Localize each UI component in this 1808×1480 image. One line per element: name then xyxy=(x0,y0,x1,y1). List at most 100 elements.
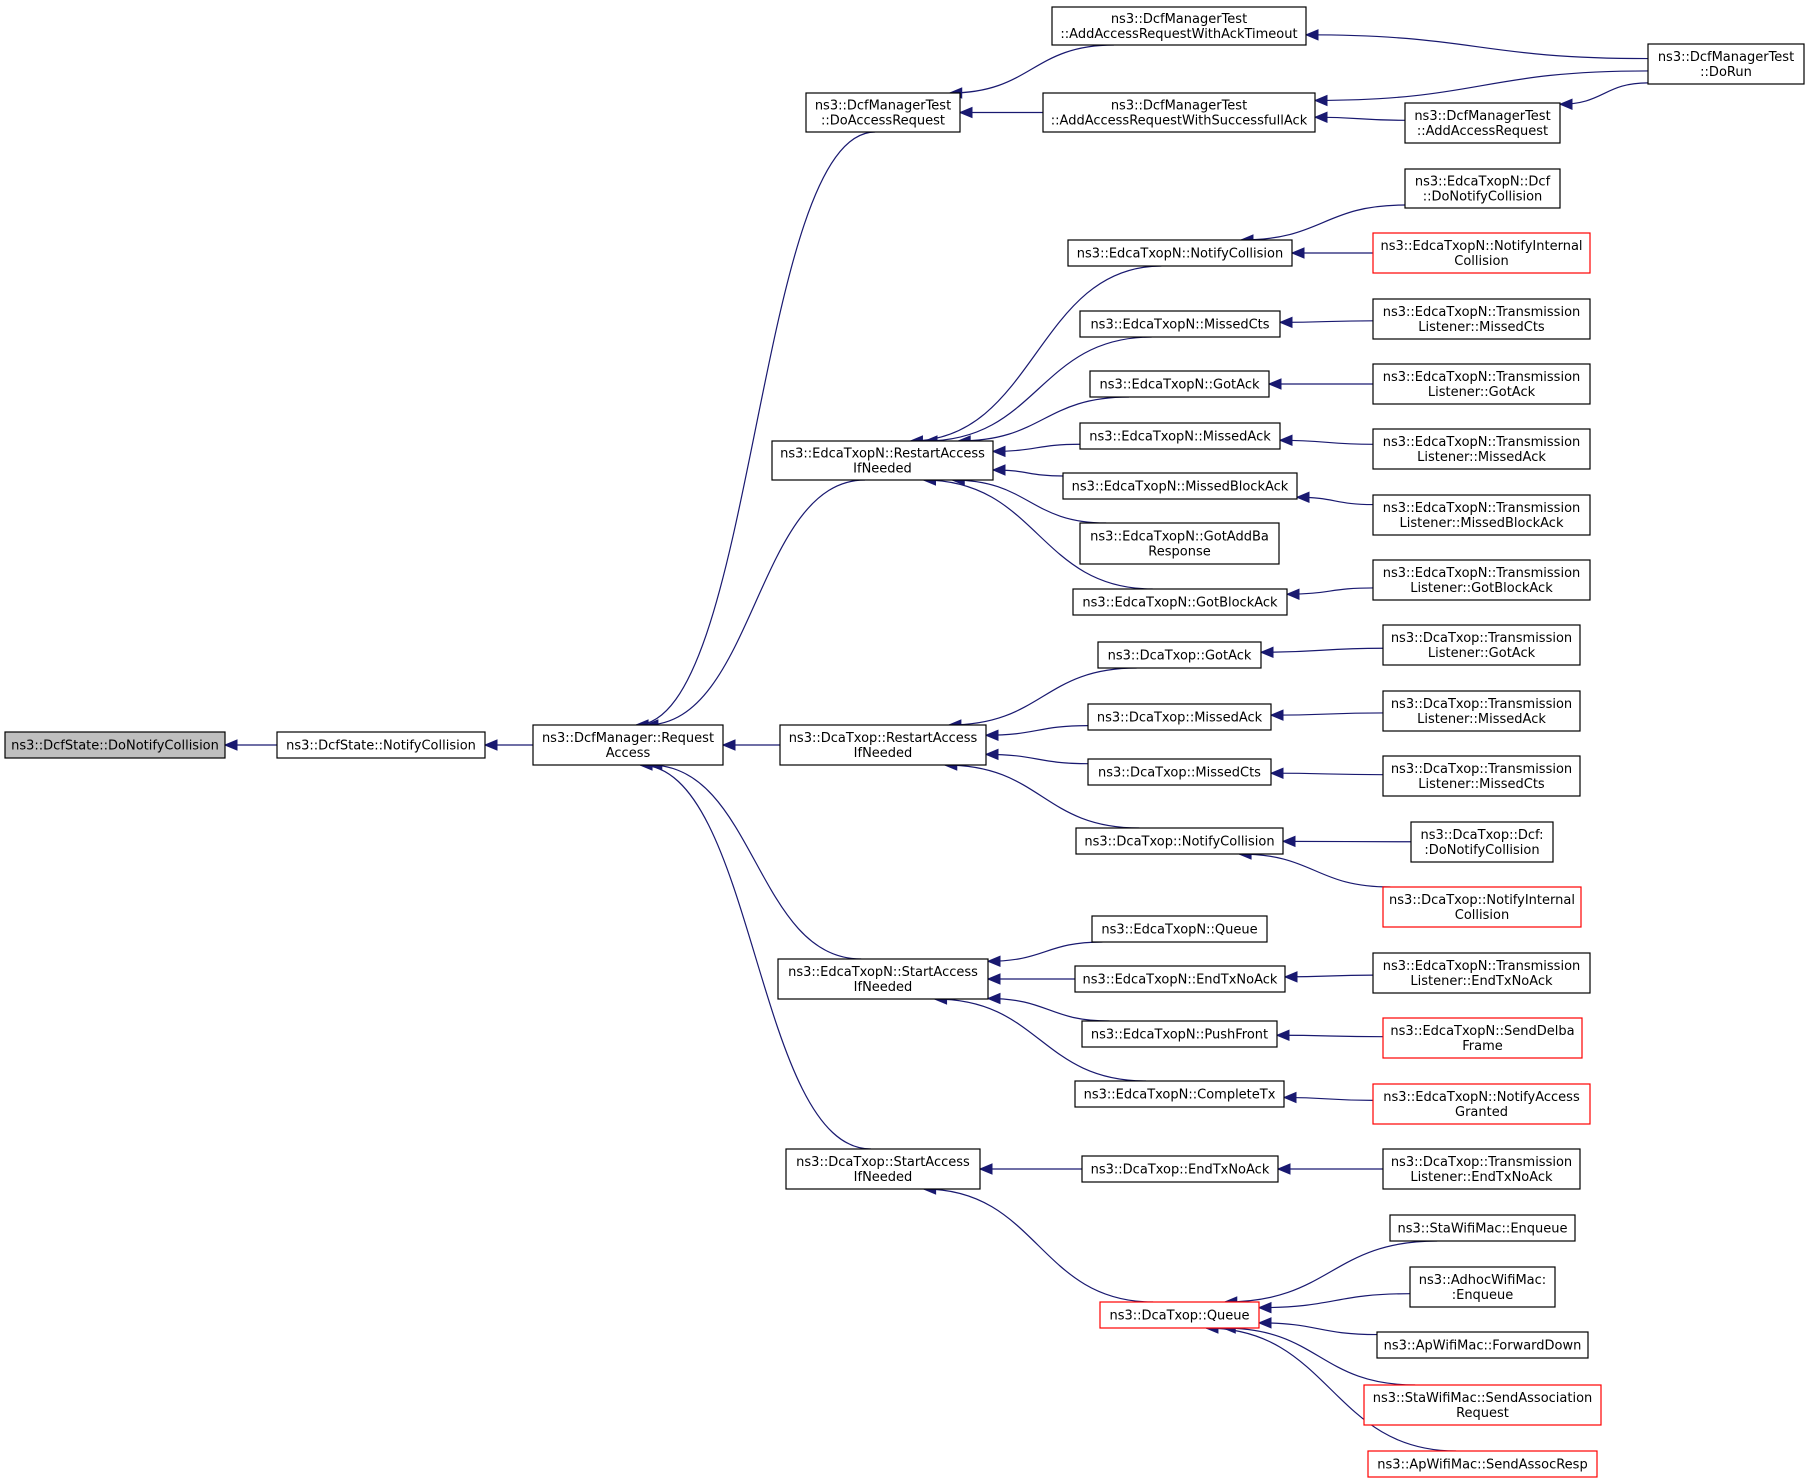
call-edge xyxy=(992,443,1081,452)
arrowhead-icon xyxy=(1281,835,1296,848)
node-edcaTLMissedCts[interactable]: ns3::EdcaTxopN::TransmissionListener::Mi… xyxy=(1372,298,1591,340)
node-edcaMissedAck[interactable]: ns3::EdcaTxopN::MissedAck xyxy=(1079,422,1281,450)
node-box xyxy=(805,92,961,133)
arrowhead-icon xyxy=(1257,1301,1272,1314)
node-dcaTLMissedCts[interactable]: ns3::DcaTxop::TransmissionListener::Miss… xyxy=(1382,755,1581,797)
call-edge xyxy=(910,265,1162,442)
node-box xyxy=(1382,1148,1581,1190)
node-label: ns3::DcfState::NotifyCollision xyxy=(286,739,476,754)
node-label: ns3::DcaTxop::StartAccess xyxy=(796,1155,970,1170)
node-label: ns3::EdcaTxopN::Transmission xyxy=(1383,501,1581,516)
node-staEnqueue[interactable]: ns3::StaWifiMac::Enqueue xyxy=(1389,1214,1576,1242)
node-adhocEnqueue[interactable]: ns3::AdhocWifiMac::Enqueue xyxy=(1409,1266,1556,1308)
node-box xyxy=(1372,363,1591,405)
node-edcaDcfDoNotify[interactable]: ns3::EdcaTxopN::Dcf::DoNotifyCollision xyxy=(1404,168,1561,209)
call-edge xyxy=(1258,1322,1378,1336)
arrowhead-icon xyxy=(1558,98,1573,110)
node-edcaTLGotBlockAck[interactable]: ns3::EdcaTxopN::TransmissionListener::Go… xyxy=(1372,559,1591,601)
node-dcaMissedCts[interactable]: ns3::DcaTxop::MissedCts xyxy=(1087,758,1272,786)
call-edge xyxy=(645,479,866,726)
node-label: Listener::MissedCts xyxy=(1418,320,1545,335)
node-label: ns3::EdcaTxopN::Transmission xyxy=(1383,370,1581,385)
node-label: ns3::DcaTxop::Transmission xyxy=(1391,631,1572,646)
call-edge xyxy=(948,667,1137,726)
arrowhead-icon xyxy=(1257,1317,1272,1329)
node-box xyxy=(1372,1083,1591,1125)
node-dcaDcfDoNotify[interactable]: ns3::DcaTxop::Dcf::DoNotifyCollision xyxy=(1410,821,1554,863)
call-edge xyxy=(1559,82,1649,105)
node-box xyxy=(1062,472,1298,500)
call-edge xyxy=(1283,1096,1374,1102)
node-label: ns3::EdcaTxopN::EndTxNoAck xyxy=(1083,973,1278,988)
node-label: ns3::EdcaTxopN::Transmission xyxy=(1383,305,1581,320)
node-label: ns3::EdcaTxopN::MissedAck xyxy=(1089,430,1271,445)
call-edge xyxy=(1286,587,1374,595)
node-addAccessRequest[interactable]: ns3::DcfManagerTest::AddAccessRequest xyxy=(1404,102,1561,144)
call-edge xyxy=(1240,204,1406,241)
node-addSuccessfullAck[interactable]: ns3::DcfManagerTest::AddAccessRequestWit… xyxy=(1042,92,1316,133)
node-edcaPushFront[interactable]: ns3::EdcaTxopN::PushFront xyxy=(1081,1020,1278,1048)
node-addAckTimeout[interactable]: ns3::DcfManagerTest::AddAccessRequestWit… xyxy=(1051,6,1307,46)
node-label: ns3::DcfManagerTest xyxy=(815,99,951,114)
node-box xyxy=(1372,952,1591,994)
node-doRun[interactable]: ns3::DcfManagerTest::DoRun xyxy=(1647,43,1805,85)
node-box xyxy=(1367,1450,1598,1478)
node-dcaTLMissedAck[interactable]: ns3::DcaTxop::TransmissionListener::Miss… xyxy=(1382,690,1581,732)
node-edcaTLEndTxNoAck[interactable]: ns3::EdcaTxopN::TransmissionListener::En… xyxy=(1372,952,1591,994)
node-label: Listener::MissedAck xyxy=(1417,712,1546,727)
node-box xyxy=(4,731,226,759)
node-dcaMissedAck[interactable]: ns3::DcaTxop::MissedAck xyxy=(1087,703,1272,731)
call-edge xyxy=(987,941,1103,962)
node-box xyxy=(1382,755,1581,797)
node-dcaTLGotAck[interactable]: ns3::DcaTxop::TransmissionListener::GotA… xyxy=(1382,624,1581,666)
node-label: ns3::DcaTxop::EndTxNoAck xyxy=(1091,1163,1270,1178)
call-edge xyxy=(1314,70,1649,102)
node-edcaEndTxNoAck[interactable]: ns3::EdcaTxopN::EndTxNoAck xyxy=(1074,965,1286,993)
node-edcaNotifyCollision[interactable]: ns3::EdcaTxopN::NotifyCollision xyxy=(1067,239,1293,267)
node-dcaQueue[interactable]: ns3::DcaTxop::Queue xyxy=(1099,1301,1260,1329)
node-label: ns3::DcaTxop::NotifyCollision xyxy=(1084,835,1274,850)
node-edcaGotBlockAck[interactable]: ns3::EdcaTxopN::GotBlockAck xyxy=(1072,588,1288,616)
node-edcaMissedCts[interactable]: ns3::EdcaTxopN::MissedCts xyxy=(1079,310,1281,338)
node-edcaGotAck[interactable]: ns3::EdcaTxopN::GotAck xyxy=(1089,370,1270,398)
node-edcaQueue[interactable]: ns3::EdcaTxopN::Queue xyxy=(1091,915,1268,943)
node-dcaGotAck[interactable]: ns3::DcaTxop::GotAck xyxy=(1097,641,1262,669)
node-apSendAssocResp[interactable]: ns3::ApWifiMac::SendAssocResp xyxy=(1367,1450,1598,1478)
arrowhead-icon xyxy=(1259,646,1274,659)
node-label: Request xyxy=(1456,1406,1509,1421)
call-edge xyxy=(636,131,876,726)
node-label: ns3::ApWifiMac::SendAssocResp xyxy=(1377,1458,1587,1473)
node-label: ns3::EdcaTxopN::MissedBlockAck xyxy=(1072,480,1289,495)
node-box xyxy=(1409,1266,1556,1308)
node-label: ns3::DcfManagerTest xyxy=(1111,99,1247,114)
node-edcaTLGotAck[interactable]: ns3::EdcaTxopN::TransmissionListener::Go… xyxy=(1372,363,1591,405)
node-edcaTLMissedAck[interactable]: ns3::EdcaTxopN::TransmissionListener::Mi… xyxy=(1372,428,1591,470)
node-edcaMissedBlockAck[interactable]: ns3::EdcaTxopN::MissedBlockAck xyxy=(1062,472,1298,500)
node-label: ns3::EdcaTxopN::Dcf xyxy=(1415,175,1551,190)
call-edge xyxy=(985,753,1089,765)
arrowhead-icon xyxy=(1313,94,1328,107)
node-apForwardDown[interactable]: ns3::ApWifiMac::ForwardDown xyxy=(1376,1331,1589,1359)
arrowhead-icon xyxy=(721,739,736,751)
node-dcaEndTxNoAck[interactable]: ns3::DcaTxop::EndTxNoAck xyxy=(1081,1155,1279,1183)
arrowhead-icon xyxy=(986,955,1001,968)
node-edcaTLMissedBlockAck[interactable]: ns3::EdcaTxopN::TransmissionListener::Mi… xyxy=(1372,494,1591,536)
node-notifyCollision[interactable]: ns3::DcfState::NotifyCollision xyxy=(276,731,486,759)
node-dcaNotifyCollision[interactable]: ns3::DcaTxop::NotifyCollision xyxy=(1075,827,1284,855)
node-doAccessRequest[interactable]: ns3::DcfManagerTest::DoAccessRequest xyxy=(805,92,961,133)
node-edcaCompleteTx[interactable]: ns3::EdcaTxopN::CompleteTx xyxy=(1074,1080,1285,1108)
node-dcaTLEndTxNoAck[interactable]: ns3::DcaTxop::TransmissionListener::EndT… xyxy=(1382,1148,1581,1190)
node-box xyxy=(532,724,724,766)
node-root[interactable]: ns3::DcfState::DoNotifyCollision xyxy=(4,731,226,759)
